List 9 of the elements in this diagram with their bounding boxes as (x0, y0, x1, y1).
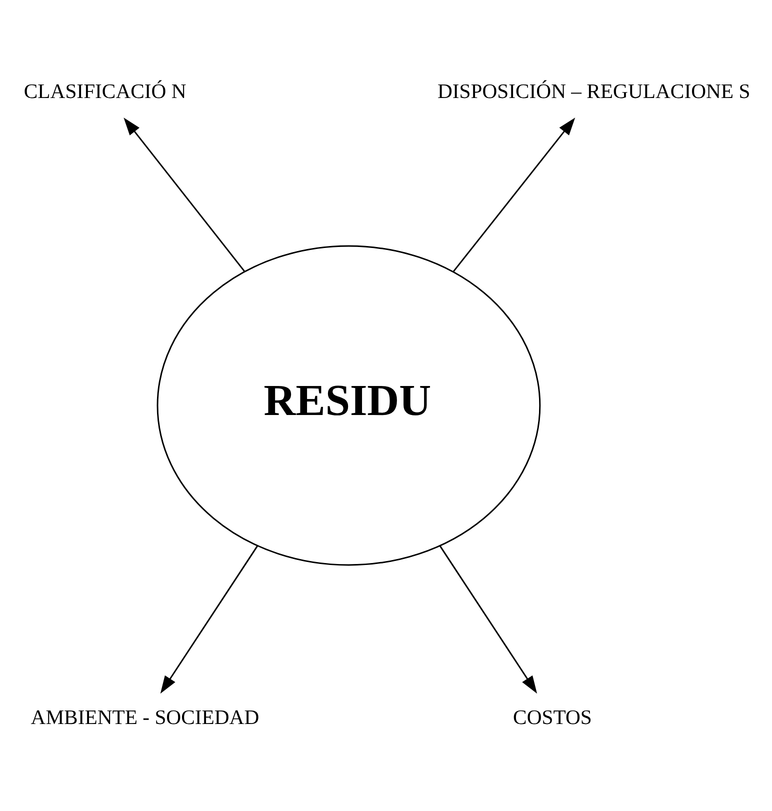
node-text: CLASIFICACIÓ N (24, 80, 186, 103)
node-text: DISPOSICIÓN – REGULACIONE S (437, 80, 750, 103)
node-text: COSTOS (513, 706, 592, 729)
node-text: AMBIENTE - SOCIEDAD (30, 706, 260, 729)
arrow (439, 545, 538, 694)
node-ellipse: RESIDU (156, 245, 541, 566)
arrow (160, 545, 258, 694)
arrow (452, 118, 576, 272)
arrow (124, 118, 246, 272)
